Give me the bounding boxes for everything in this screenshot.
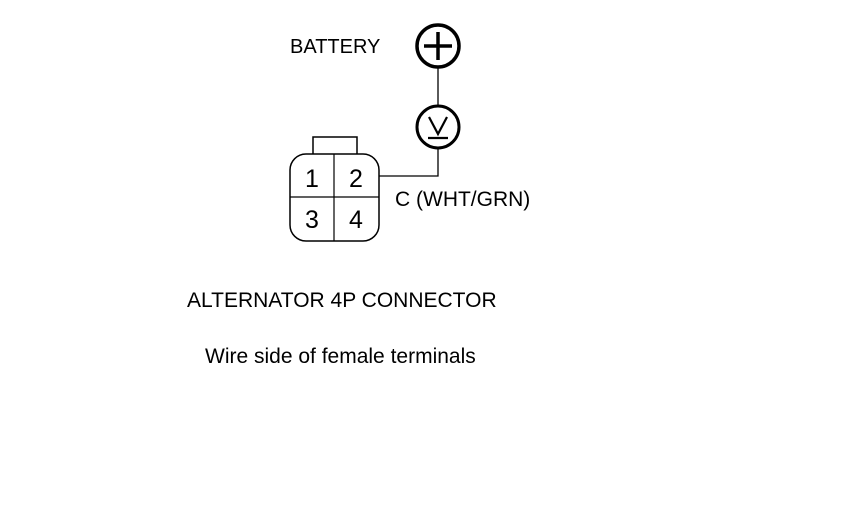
wire-voltmeter-connector — [377, 149, 439, 177]
battery-positive-icon — [415, 23, 461, 69]
voltmeter-icon — [415, 104, 461, 150]
alternator-connector: 1 2 3 4 — [289, 136, 380, 242]
pin-2-label: 2 — [349, 165, 363, 193]
pin-4-label: 4 — [349, 206, 363, 234]
pin-3-label: 3 — [305, 206, 319, 234]
connector-title: ALTERNATOR 4P CONNECTOR — [187, 289, 497, 312]
wire-label: C (WHT/GRN) — [395, 188, 531, 211]
pin-1-label: 1 — [305, 165, 319, 193]
connector-subtitle: Wire side of female terminals — [205, 345, 476, 368]
connector-lock-tab — [312, 136, 358, 156]
battery-label: BATTERY — [290, 36, 381, 58]
